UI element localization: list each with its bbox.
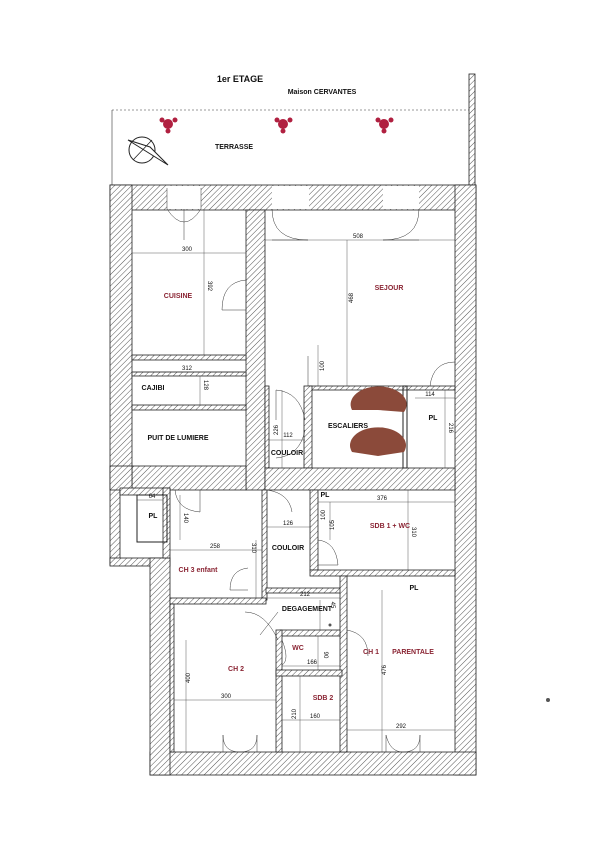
house-title: Maison CERVANTES — [288, 89, 357, 96]
dimension-label: 226 — [274, 424, 280, 435]
dimension-label: 210 — [292, 708, 298, 719]
dimension-lines — [132, 210, 455, 752]
dimension-label: 300 — [221, 694, 232, 700]
dimension-label: 112 — [283, 433, 293, 439]
room-label-degagement: DEGAGEMENT — [282, 606, 333, 613]
dimension-label: 310 — [410, 527, 416, 538]
marker-dot — [546, 698, 550, 702]
room-label-parentale: PARENTALE — [392, 649, 434, 656]
dimension-label: 160 — [310, 714, 321, 720]
outer-walls — [109, 184, 477, 776]
dimension-label: 100 — [321, 509, 327, 520]
room-label-pl: PL — [410, 585, 420, 592]
dimension-label: 126 — [283, 521, 294, 527]
terrace-label: TERRASSE — [215, 144, 253, 151]
dimension-label: 392 — [206, 281, 212, 292]
room-label-sejour: SEJOUR — [375, 285, 404, 292]
dimension-label: 114 — [425, 392, 435, 398]
flower-icon — [375, 117, 394, 134]
room-label-cajibi: CAJIBI — [142, 385, 165, 392]
floor-title: 1er ETAGE — [217, 74, 263, 84]
room-label-wc: WC — [292, 645, 304, 652]
marker-dot — [328, 623, 332, 627]
flower-icon — [274, 117, 293, 134]
dimension-label: 90 — [322, 652, 328, 659]
room-label-ch3: CH 3 enfant — [179, 567, 219, 574]
dimension-label: 140 — [182, 513, 188, 524]
dimension-label: 300 — [182, 247, 193, 253]
dimension-label: 310 — [250, 543, 256, 554]
dimension-label: 400 — [186, 672, 192, 683]
dimension-label: 45 — [329, 602, 335, 609]
dimension-label: 468 — [349, 292, 355, 303]
room-label-pl: PL — [321, 492, 331, 499]
dimension-label: 216 — [447, 423, 453, 434]
compass-icon — [127, 136, 169, 166]
dimension-label: 128 — [202, 380, 208, 391]
dimension-label: 64 — [149, 494, 156, 500]
dimension-label: 508 — [353, 234, 364, 240]
dimension-label: 292 — [396, 724, 407, 730]
dimension-label: 105 — [330, 519, 336, 530]
room-label-pl: PL — [149, 513, 159, 520]
dimension-label: 376 — [377, 496, 388, 502]
dimension-label: 166 — [307, 660, 318, 666]
room-label-ch1: CH 1 — [363, 649, 379, 656]
terrace-doors — [167, 186, 419, 209]
dimension-label: 100 — [320, 360, 326, 371]
door — [174, 279, 456, 753]
room-label-pl: PL — [429, 415, 439, 422]
dimension-label: 312 — [182, 366, 193, 372]
dimension-label: 258 — [210, 544, 221, 550]
room-label-sdb1: SDB 1 + WC — [370, 523, 410, 530]
room-label-cuisine: CUISINE — [164, 293, 193, 300]
interior-walls — [109, 209, 456, 753]
room-label-couloir: COULOIR — [272, 545, 304, 552]
dimension-label: 476 — [382, 664, 388, 675]
dimension-label: 212 — [300, 592, 311, 598]
room-label-ch2: CH 2 — [228, 666, 244, 673]
room-label-puit: PUIT DE LUMIERE — [147, 435, 208, 442]
room-label-couloir: COULOIR — [271, 450, 303, 457]
stair-icon — [350, 386, 407, 456]
room-label-escaliers: ESCALIERS — [328, 423, 368, 430]
room-label-sdb2: SDB 2 — [313, 695, 334, 702]
flower-icon — [159, 117, 178, 134]
